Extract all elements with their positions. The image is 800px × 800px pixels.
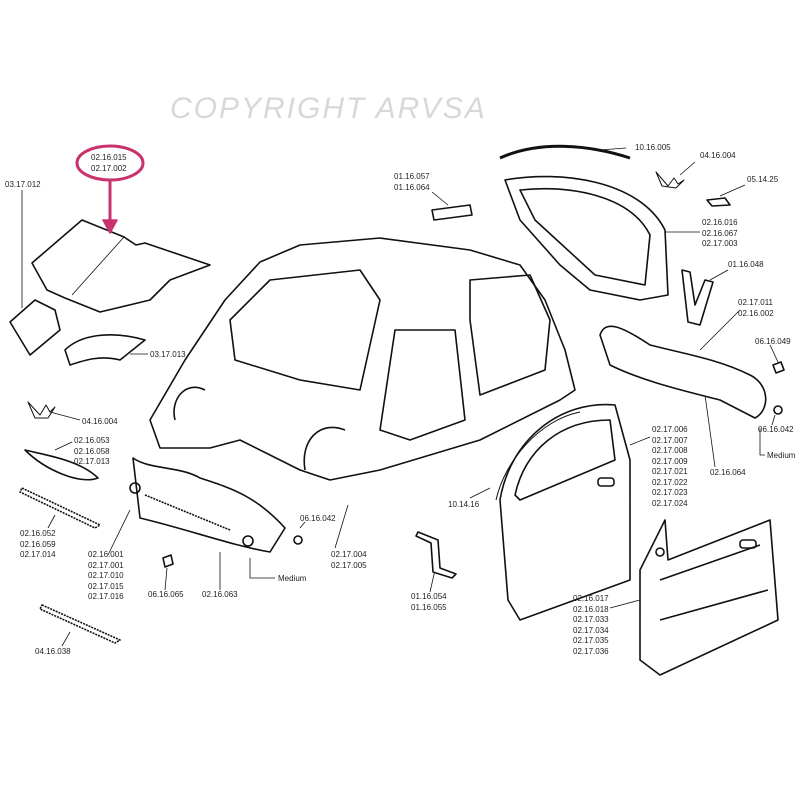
label-tailgate-seal[interactable]: 10.16.005 — [635, 143, 671, 152]
part-code: 02.17.009 — [652, 456, 688, 466]
clip-front-part[interactable] — [293, 535, 303, 545]
part-code: 02.16.058 — [74, 446, 110, 456]
part-code: 02.16.067 — [702, 228, 738, 238]
part-code: 02.17.036 — [573, 646, 609, 656]
part-code: 02.17.021 — [652, 467, 688, 476]
code: 02.16.015 — [91, 153, 127, 162]
part-code: 01.16.064 — [394, 182, 430, 192]
part-code: 02.16.052 — [20, 529, 56, 538]
part-code: 02.16.002 — [738, 308, 774, 318]
label-rear-pad[interactable]: 05.14.25 — [747, 175, 779, 184]
door-seal-part[interactable] — [495, 411, 581, 501]
label-rear-bumper-lower[interactable]: 02.16.064 — [710, 468, 746, 477]
highlight-ellipse — [75, 144, 145, 182]
part-code: 02.17.024 — [652, 498, 688, 508]
part-code: 02.17.003 — [702, 239, 738, 248]
grille-lower-part[interactable] — [19, 487, 101, 529]
rear-bracket-part[interactable] — [681, 269, 714, 326]
part-code: 02.17.006 — [652, 425, 688, 434]
screw-rear-part[interactable] — [772, 361, 785, 374]
part-code: 02.17.011 — [738, 298, 773, 307]
highlighted-part-codes[interactable]: 02.16.015 02.17.002 — [91, 153, 127, 174]
clip-rear-part[interactable] — [773, 405, 783, 415]
part-code: 02.16.053 — [74, 436, 110, 445]
label-screw-front[interactable]: 06.16.065 — [148, 590, 184, 599]
part-code: 02.17.016 — [88, 592, 124, 601]
car-body-shell[interactable] — [149, 237, 576, 481]
emblem-rear-icon — [655, 171, 685, 189]
part-code: 02.16.018 — [573, 604, 609, 614]
part-code: 02.17.001 — [88, 560, 124, 570]
part-code: 02.17.035 — [573, 636, 609, 645]
part-code: 01.16.057 — [394, 172, 430, 181]
part-code: 02.17.033 — [573, 615, 609, 624]
part-code: 02.17.022 — [652, 477, 688, 487]
part-code: 02.16.017 — [573, 594, 609, 603]
label-hood-side[interactable]: 03.17.012 — [5, 180, 41, 189]
hood-side-panel[interactable] — [9, 299, 61, 356]
rear-pad-part[interactable] — [706, 197, 731, 207]
grille-mesh-part[interactable] — [39, 604, 121, 644]
part-code: 02.16.001 — [88, 550, 124, 559]
front-bumper-part[interactable] — [132, 457, 286, 553]
label-medium-front[interactable]: Medium — [278, 574, 307, 583]
label-rear-bracket[interactable]: 01.16.048 — [728, 260, 764, 269]
label-medium-rear[interactable]: Medium — [767, 451, 796, 460]
part-code: 01.16.054 — [411, 592, 447, 601]
label-screw-rear[interactable]: 06.16.049 — [755, 337, 791, 346]
part-code: 02.17.014 — [20, 550, 56, 559]
part-code: 02.16.016 — [702, 218, 738, 227]
label-hood-cover[interactable]: 03.17.013 — [150, 350, 186, 359]
label-clip-rear[interactable]: 06.16.042 — [758, 425, 794, 434]
label-emblem-left[interactable]: 04.16.004 — [82, 417, 118, 426]
hood-part[interactable] — [31, 219, 211, 313]
label-clip-front[interactable]: 06.16.042 — [300, 514, 336, 523]
door-front-view-part[interactable] — [639, 519, 779, 676]
label-bumper-lower[interactable]: 02.16.063 — [202, 590, 238, 599]
grille-upper-part[interactable] — [24, 449, 99, 481]
label-emblem-rear[interactable]: 04.16.004 — [700, 151, 736, 160]
rear-bumper-part[interactable] — [599, 325, 767, 419]
part-code: 02.17.023 — [652, 488, 688, 497]
part-code: 02.17.005 — [331, 560, 367, 570]
door-rear-view-part[interactable] — [499, 403, 631, 621]
label-grille-mesh[interactable]: 04.16.038 — [35, 647, 71, 656]
part-code: 02.17.004 — [331, 550, 367, 559]
part-code: 02.17.008 — [652, 446, 688, 455]
part-code: 02.17.007 — [652, 435, 688, 445]
watermark: COPYRIGHT ARVSA — [170, 92, 487, 125]
emblem-left-icon — [27, 401, 56, 419]
part-code: 02.17.010 — [88, 571, 124, 580]
roof-bracket-part[interactable] — [431, 204, 473, 221]
tailgate-seal-part[interactable] — [499, 144, 631, 160]
screw-front-part[interactable] — [162, 554, 174, 568]
part-code: 01.16.055 — [411, 602, 447, 612]
door-bracket-part[interactable] — [415, 531, 457, 579]
part-code: 02.16.059 — [20, 539, 56, 549]
code: 02.17.002 — [91, 163, 127, 173]
label-door-seal[interactable]: 10.14.16 — [448, 500, 480, 509]
part-code: 02.17.034 — [573, 625, 609, 635]
part-code: 02.17.013 — [74, 457, 110, 466]
hood-cover-panel[interactable] — [64, 334, 146, 366]
tailgate-part[interactable] — [504, 175, 669, 301]
part-code: 02.17.015 — [88, 581, 124, 591]
